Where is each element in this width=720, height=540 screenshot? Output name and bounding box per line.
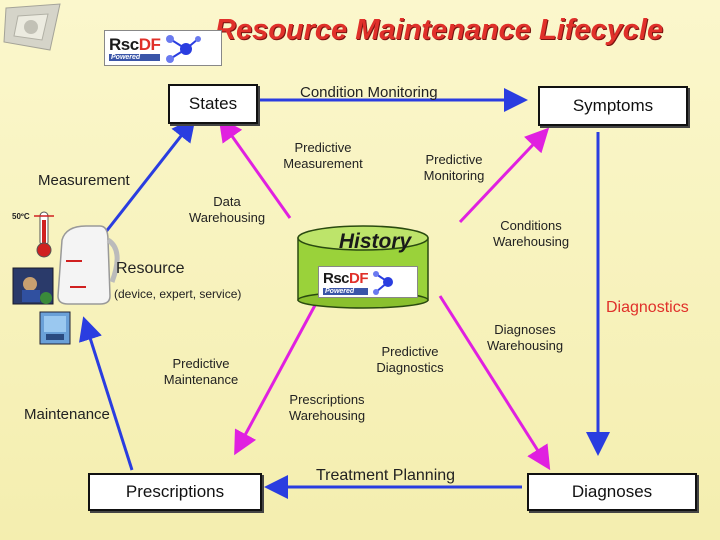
measurement-label: Measurement [38,172,130,189]
data-warehousing-label: Data Warehousing [188,194,266,225]
arrow-predictive-maintenance [234,295,322,456]
predictive-maintenance-label: Predictive Maintenance [163,356,239,387]
rscdf-network-icon [373,271,394,295]
rscdf-network-icon [166,35,202,63]
predictive-diagnostics-label: Predictive Diagnostics [376,344,444,375]
symptoms-box[interactable]: Symptoms [538,86,688,126]
diagnostics-label: Diagnostics [606,299,689,316]
diagnoses-box[interactable]: Diagnoses [527,473,697,511]
prescriptions-warehousing-label: Prescriptions Warehousing [288,392,366,423]
maintenance-label: Maintenance [24,406,110,423]
arrow-predictive-monitoring [458,127,550,224]
service-picture-icon [39,311,71,345]
expert-picture-icon [12,267,54,305]
rscdf-logo-history: RscDF Powered [318,266,418,298]
prescriptions-box[interactable]: Prescriptions [88,473,262,511]
predictive-monitoring-label: Predictive Monitoring [423,152,485,183]
thermometer-icon [34,211,54,258]
arrow-maintenance [79,316,134,471]
history-label: History [338,230,412,253]
predictive-measurement-label: Predictive Measurement [283,140,363,171]
kettle-icon [57,225,120,305]
treatment-planning-label: Treatment Planning [316,467,456,484]
rscdf-logo-top: RscDF Powered [104,30,222,66]
resource-sub-label: (device, expert, service) [114,287,242,301]
corner-emblem-icon [3,3,61,51]
states-box[interactable]: States [168,84,258,124]
resource-label: Resource [116,260,185,277]
temperature-label: 50ºC [12,212,30,221]
conditions-warehousing-label: Conditions Warehousing [492,218,570,249]
arrow-measurement [103,117,196,234]
condition-monitoring-label: Condition Monitoring [300,84,438,101]
arrow-predictive-diagnostics [438,295,551,471]
arrow-predictive-measurement [218,117,292,219]
diagnoses-warehousing-label: Diagnoses Warehousing [486,322,564,353]
page-title: Resource Maintenance Lifecycle [215,14,664,46]
